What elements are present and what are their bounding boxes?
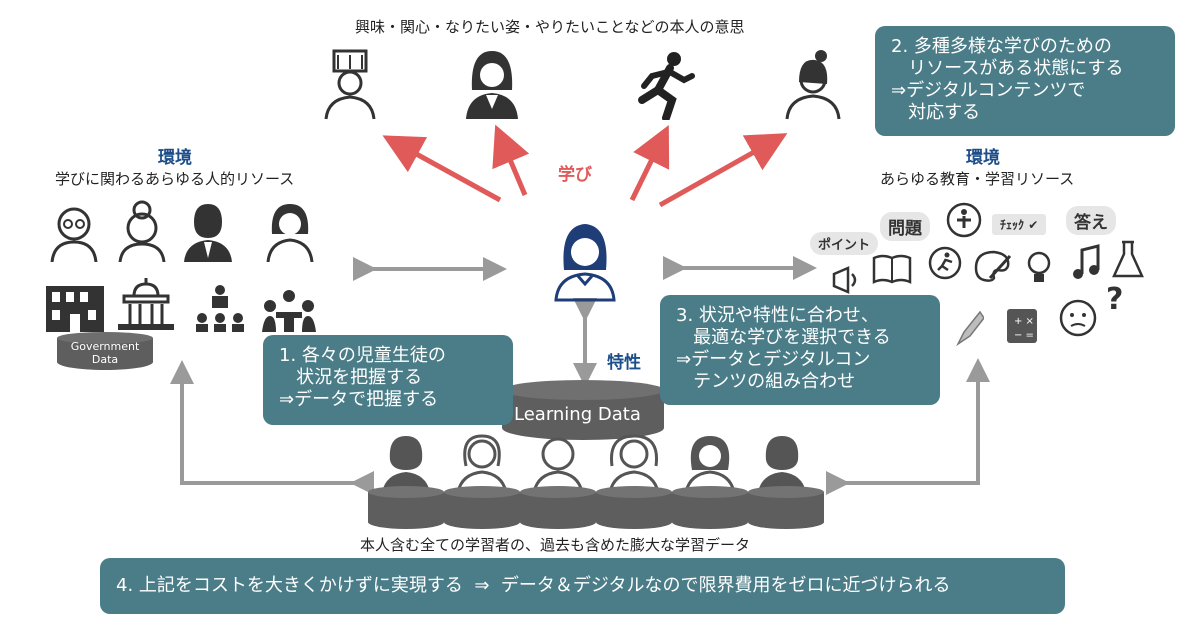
right-heading: 環境 [966, 148, 1000, 168]
svg-text:+ ×: + × [1014, 316, 1034, 327]
woman-bob-icon [266, 204, 314, 262]
left-sub: 学びに関わるあらゆる人的リソース [55, 170, 295, 188]
elderly-woman-icon [118, 200, 166, 262]
gray-arrow-l-left [170, 360, 374, 495]
megaphone-icon [832, 266, 857, 294]
box-3: 3. 状況や特性に合わせ、 最適な学びを選択できる ⇒データとデジタルコン テン… [660, 295, 940, 405]
learning-data-cylinder [502, 380, 664, 440]
student-3-icon [532, 437, 584, 493]
tokusei-label: 特性 [607, 353, 641, 373]
government-data-cylinder [57, 332, 153, 370]
woman-suit-icon [466, 51, 518, 119]
music-note-icon [1073, 244, 1100, 279]
point-bubble: ポイント [810, 232, 879, 255]
top-caption: 興味・関心・なりたい姿・やりたいことなどの本人の意思 [355, 18, 745, 36]
gray-arrow-l-right [826, 358, 990, 495]
chef-icon [324, 49, 376, 120]
thinking-face-icon [1059, 299, 1097, 337]
student-5-icon [684, 436, 736, 493]
learning-data-label: Learning Data [514, 404, 641, 425]
check-bubble: ﾁｪｯｸ ✔ [992, 214, 1047, 235]
bottom-caption: 本人含む全ての学習者の、過去も含めた膨大な学習データ [360, 536, 751, 554]
elderly-man-icon [50, 207, 98, 262]
school-building-icon [46, 286, 104, 332]
person-circle-icon [946, 202, 982, 238]
woman-updo-icon [785, 50, 841, 120]
runner-icon [638, 52, 695, 120]
brush-icon [956, 310, 984, 346]
red-arrow-4 [658, 133, 788, 208]
student-center-icon [554, 224, 616, 302]
right-sub: あらゆる教育・学習リソース [880, 170, 1075, 188]
question-mark-icon: ? [1106, 282, 1124, 317]
calculator-icon: + × − = [1007, 309, 1037, 343]
palette-icon [974, 250, 1012, 282]
student-2-icon [456, 434, 508, 493]
learning-label: 学び [558, 165, 592, 185]
lecture-icon [196, 285, 244, 332]
red-arrow-2 [492, 124, 530, 196]
flask-icon [1112, 240, 1144, 278]
svg-text:− =: − = [1014, 330, 1034, 341]
left-heading: 環境 [158, 148, 192, 168]
lightbulb-icon [1027, 251, 1051, 282]
box-2: 2. 多種多様な学びのための リソースがある状態にする ⇒デジタルコンテンツで … [875, 26, 1175, 136]
meeting-icon [262, 290, 316, 332]
student-6-icon [758, 436, 806, 492]
government-building-icon [118, 278, 174, 330]
running-circle-icon [928, 246, 962, 280]
mondai-bubble: 問題 [880, 212, 930, 241]
student-4-icon [608, 434, 660, 493]
box-1: 1. 各々の児童生徒の 状況を把握する ⇒データで把握する [263, 335, 513, 425]
book-icon [872, 254, 912, 284]
businessman-icon [184, 204, 232, 262]
red-arrow-1 [382, 135, 502, 203]
podiums [368, 486, 824, 529]
student-1-icon [382, 436, 430, 492]
check-label: ﾁｪｯｸ [1000, 218, 1025, 232]
kotae-bubble: 答え [1066, 206, 1116, 235]
box-4: 4. 上記をコストを大きくかけずに実現する ⇒ データ＆デジタルなので限界費用を… [100, 558, 1065, 614]
government-data-label: Government Data [70, 340, 140, 366]
students-row [368, 434, 824, 529]
red-arrow-3 [629, 125, 670, 202]
